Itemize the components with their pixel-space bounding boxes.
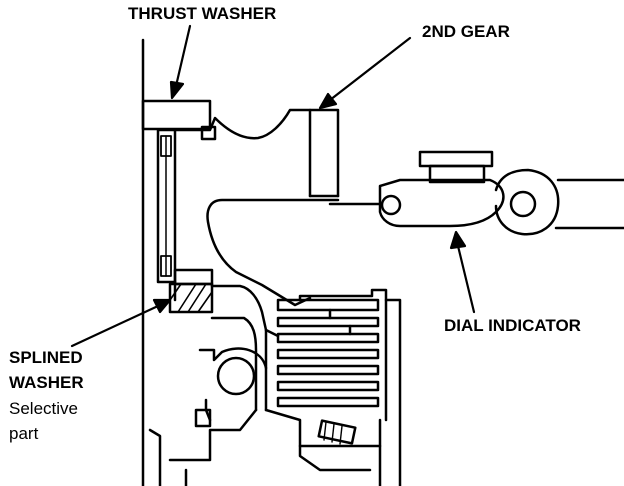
dial-indicator-part [328,150,624,236]
label-thrust-washer: THRUST WASHER [128,4,277,23]
label-dial-indicator: DIAL INDICATOR [444,316,581,335]
clutch-housing [148,284,402,486]
arrow-thrust-washer [174,24,192,88]
label-splined-washer-line2: WASHER [9,373,84,392]
arrow-splined-washer [70,304,160,348]
needle-bearing [156,128,177,284]
label-selective-line2: part [9,424,39,443]
label-splined-washer-line1: SPLINED [9,348,83,367]
arrow-dial-indicator [456,244,476,314]
leader-arrows [70,24,476,348]
label-second-gear: 2ND GEAR [422,22,510,41]
thrust-washer-part [141,99,217,141]
second-gear-part [173,108,340,307]
splined-washer-part [168,268,214,314]
arrow-second-gear [328,36,412,102]
arrowhead-second-gear [318,92,338,110]
arrowhead-dial-indicator [449,230,467,250]
label-selective-line1: Selective [9,399,78,418]
arrowhead-splined-washer [152,298,172,314]
arrowhead-thrust-washer [169,80,185,100]
